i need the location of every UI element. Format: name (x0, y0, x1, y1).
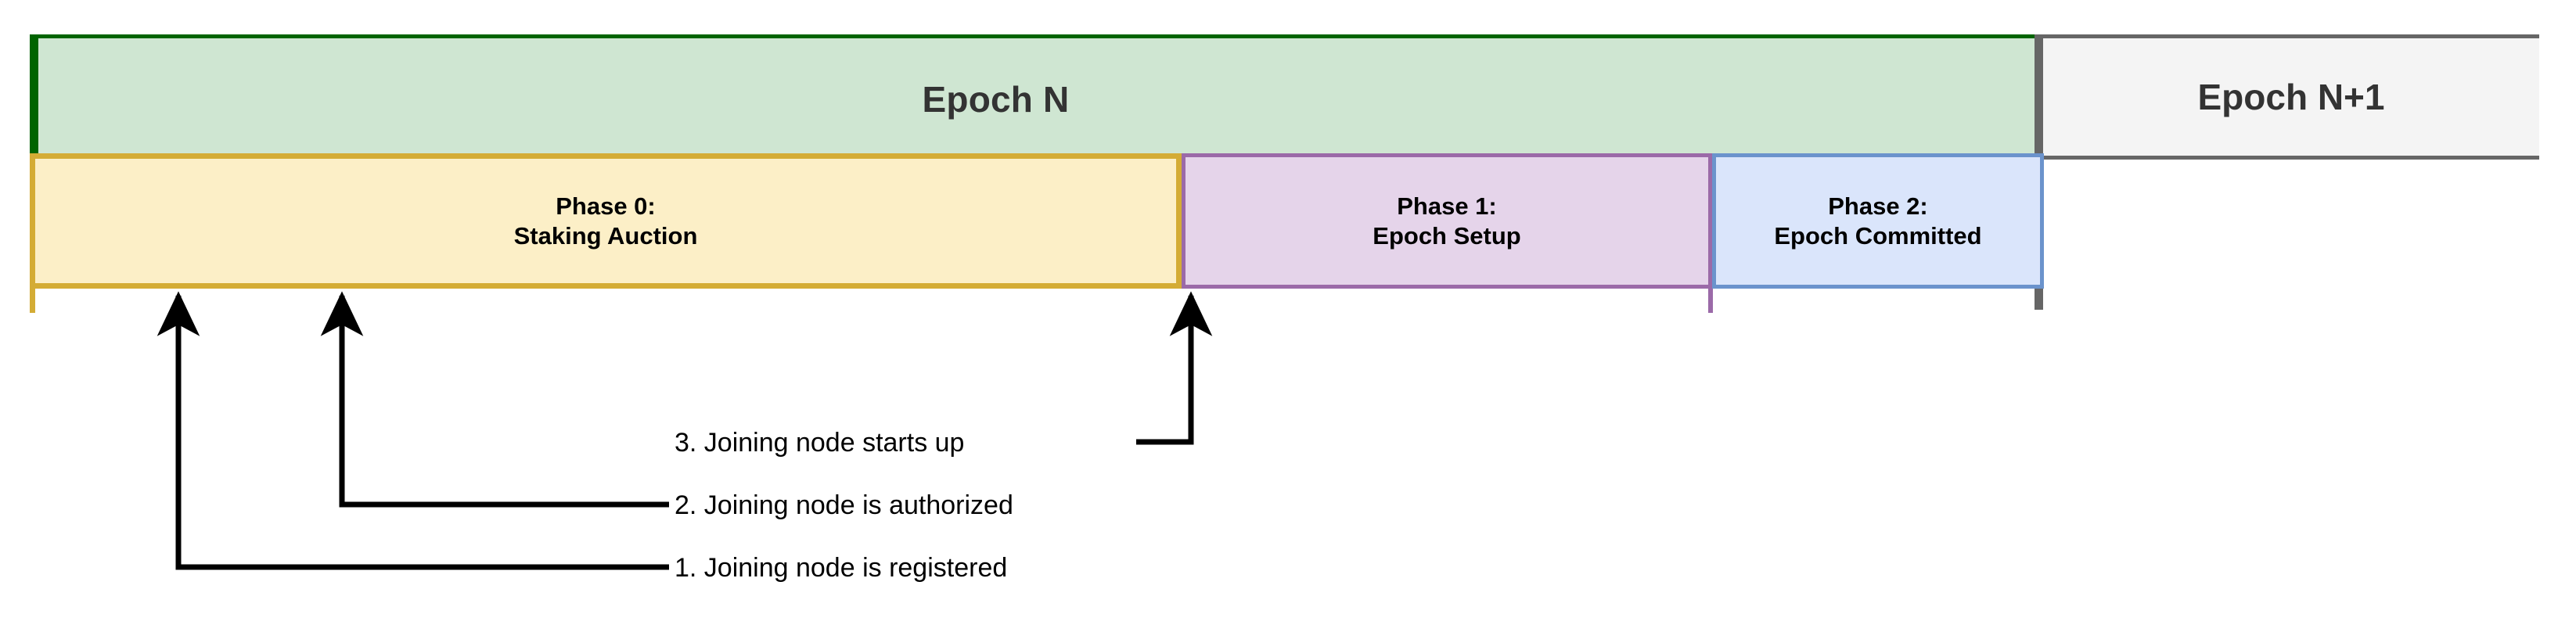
phase-0-block: Phase 0: Staking Auction (30, 153, 1182, 289)
phase-2-block: Phase 2: Epoch Committed (1712, 153, 2044, 289)
phase-2-title: Phase 2: (1828, 192, 1928, 220)
annotation-3-label: 3. Joining node starts up (675, 428, 965, 458)
annotation-2-label: 2. Joining node is authorized (675, 490, 1013, 520)
annotation-1-connector (157, 291, 669, 570)
annotation-1-label: 1. Joining node is registered (675, 553, 1008, 583)
phase-1-block: Phase 1: Epoch Setup (1182, 153, 1712, 289)
epoch-n-plus-1-label: Epoch N+1 (2197, 77, 2385, 117)
phase-0-title: Phase 0: (556, 192, 656, 220)
epoch-n-label: Epoch N (922, 78, 1070, 120)
epoch-n-block: Epoch N (30, 34, 2035, 160)
phase-1-title: Phase 1: (1397, 192, 1497, 220)
phase-1-2-boundary-tick (1708, 289, 1713, 313)
phase-2-subtitle: Epoch Committed (1774, 221, 1982, 250)
phase-0-subtitle: Staking Auction (513, 221, 698, 250)
phase-0-left-tick (30, 289, 35, 313)
annotation-3-connector (1136, 291, 1213, 445)
epoch-n-plus-1-block: Epoch N+1 (2043, 34, 2539, 160)
phase-1-subtitle: Epoch Setup (1373, 221, 1521, 250)
annotation-2-connector (320, 291, 669, 508)
